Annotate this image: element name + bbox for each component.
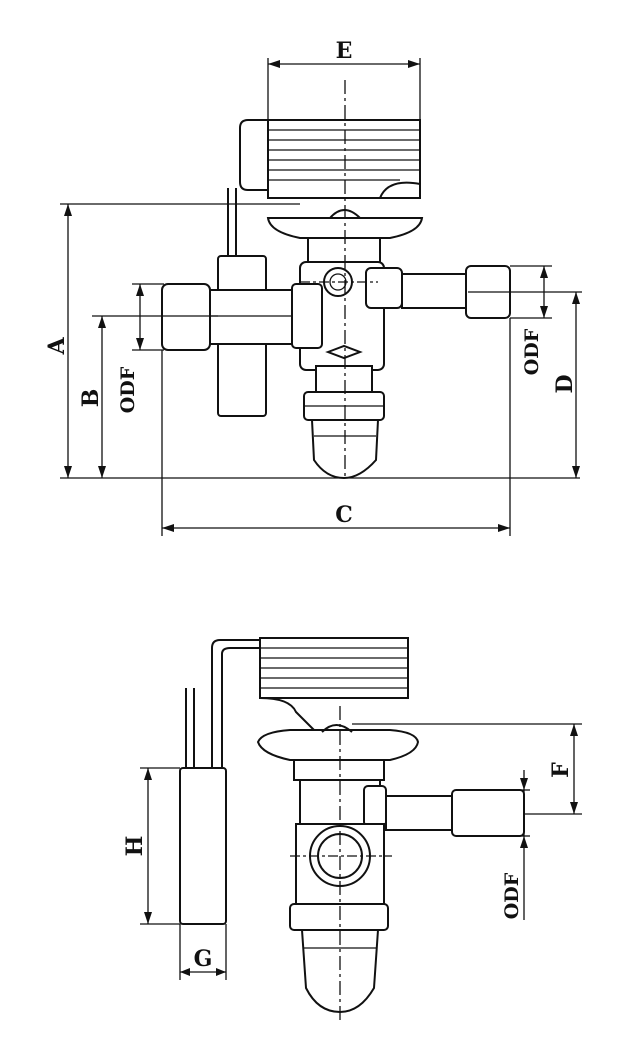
label-E: E <box>336 38 353 64</box>
dim-odf-side: ODF <box>501 770 530 920</box>
dim-odf-right: ODF <box>510 265 552 375</box>
outlet-tube-side <box>385 795 457 831</box>
inlet-tube <box>209 289 301 345</box>
valve-neck <box>307 237 381 265</box>
flow-arrow-icon <box>325 344 363 360</box>
inlet-nut <box>161 283 211 351</box>
dim-B: B <box>78 315 218 478</box>
diaphragm-head <box>267 119 421 199</box>
label-D: D <box>552 374 578 393</box>
dim-C: C <box>161 318 511 536</box>
label-odf-left: ODF <box>117 366 139 413</box>
label-G: G <box>194 946 213 972</box>
sensing-bulb-side <box>179 767 227 925</box>
lower-body <box>315 365 373 395</box>
label-odf-right: ODF <box>521 328 543 375</box>
adjust-hex-side <box>289 903 389 931</box>
body-hex <box>291 283 323 349</box>
diaphragm-dome-side <box>256 729 420 761</box>
outlet-tube <box>401 273 469 309</box>
dim-E: E <box>267 38 421 120</box>
label-B: B <box>78 389 104 408</box>
front-view <box>161 80 511 480</box>
label-F: F <box>548 762 574 778</box>
label-A: A <box>44 337 70 356</box>
capillary-tube-side <box>211 639 260 768</box>
label-H: H <box>122 836 148 857</box>
side-view <box>179 637 525 1020</box>
capillary-tube <box>239 119 268 191</box>
dim-G: G <box>179 924 227 980</box>
label-odf-side: ODF <box>501 872 523 919</box>
neck-side <box>293 759 385 781</box>
head-fins <box>268 129 420 181</box>
dim-D: D <box>468 291 582 478</box>
diaphragm-dome <box>266 217 424 239</box>
outlet-nut-side <box>451 789 525 837</box>
label-C: C <box>335 502 353 528</box>
dim-odf-left: ODF <box>117 283 164 413</box>
outlet-fitting <box>365 267 403 309</box>
dim-F: F <box>352 723 582 815</box>
dim-A: A <box>44 203 580 479</box>
dim-H: H <box>122 767 180 925</box>
